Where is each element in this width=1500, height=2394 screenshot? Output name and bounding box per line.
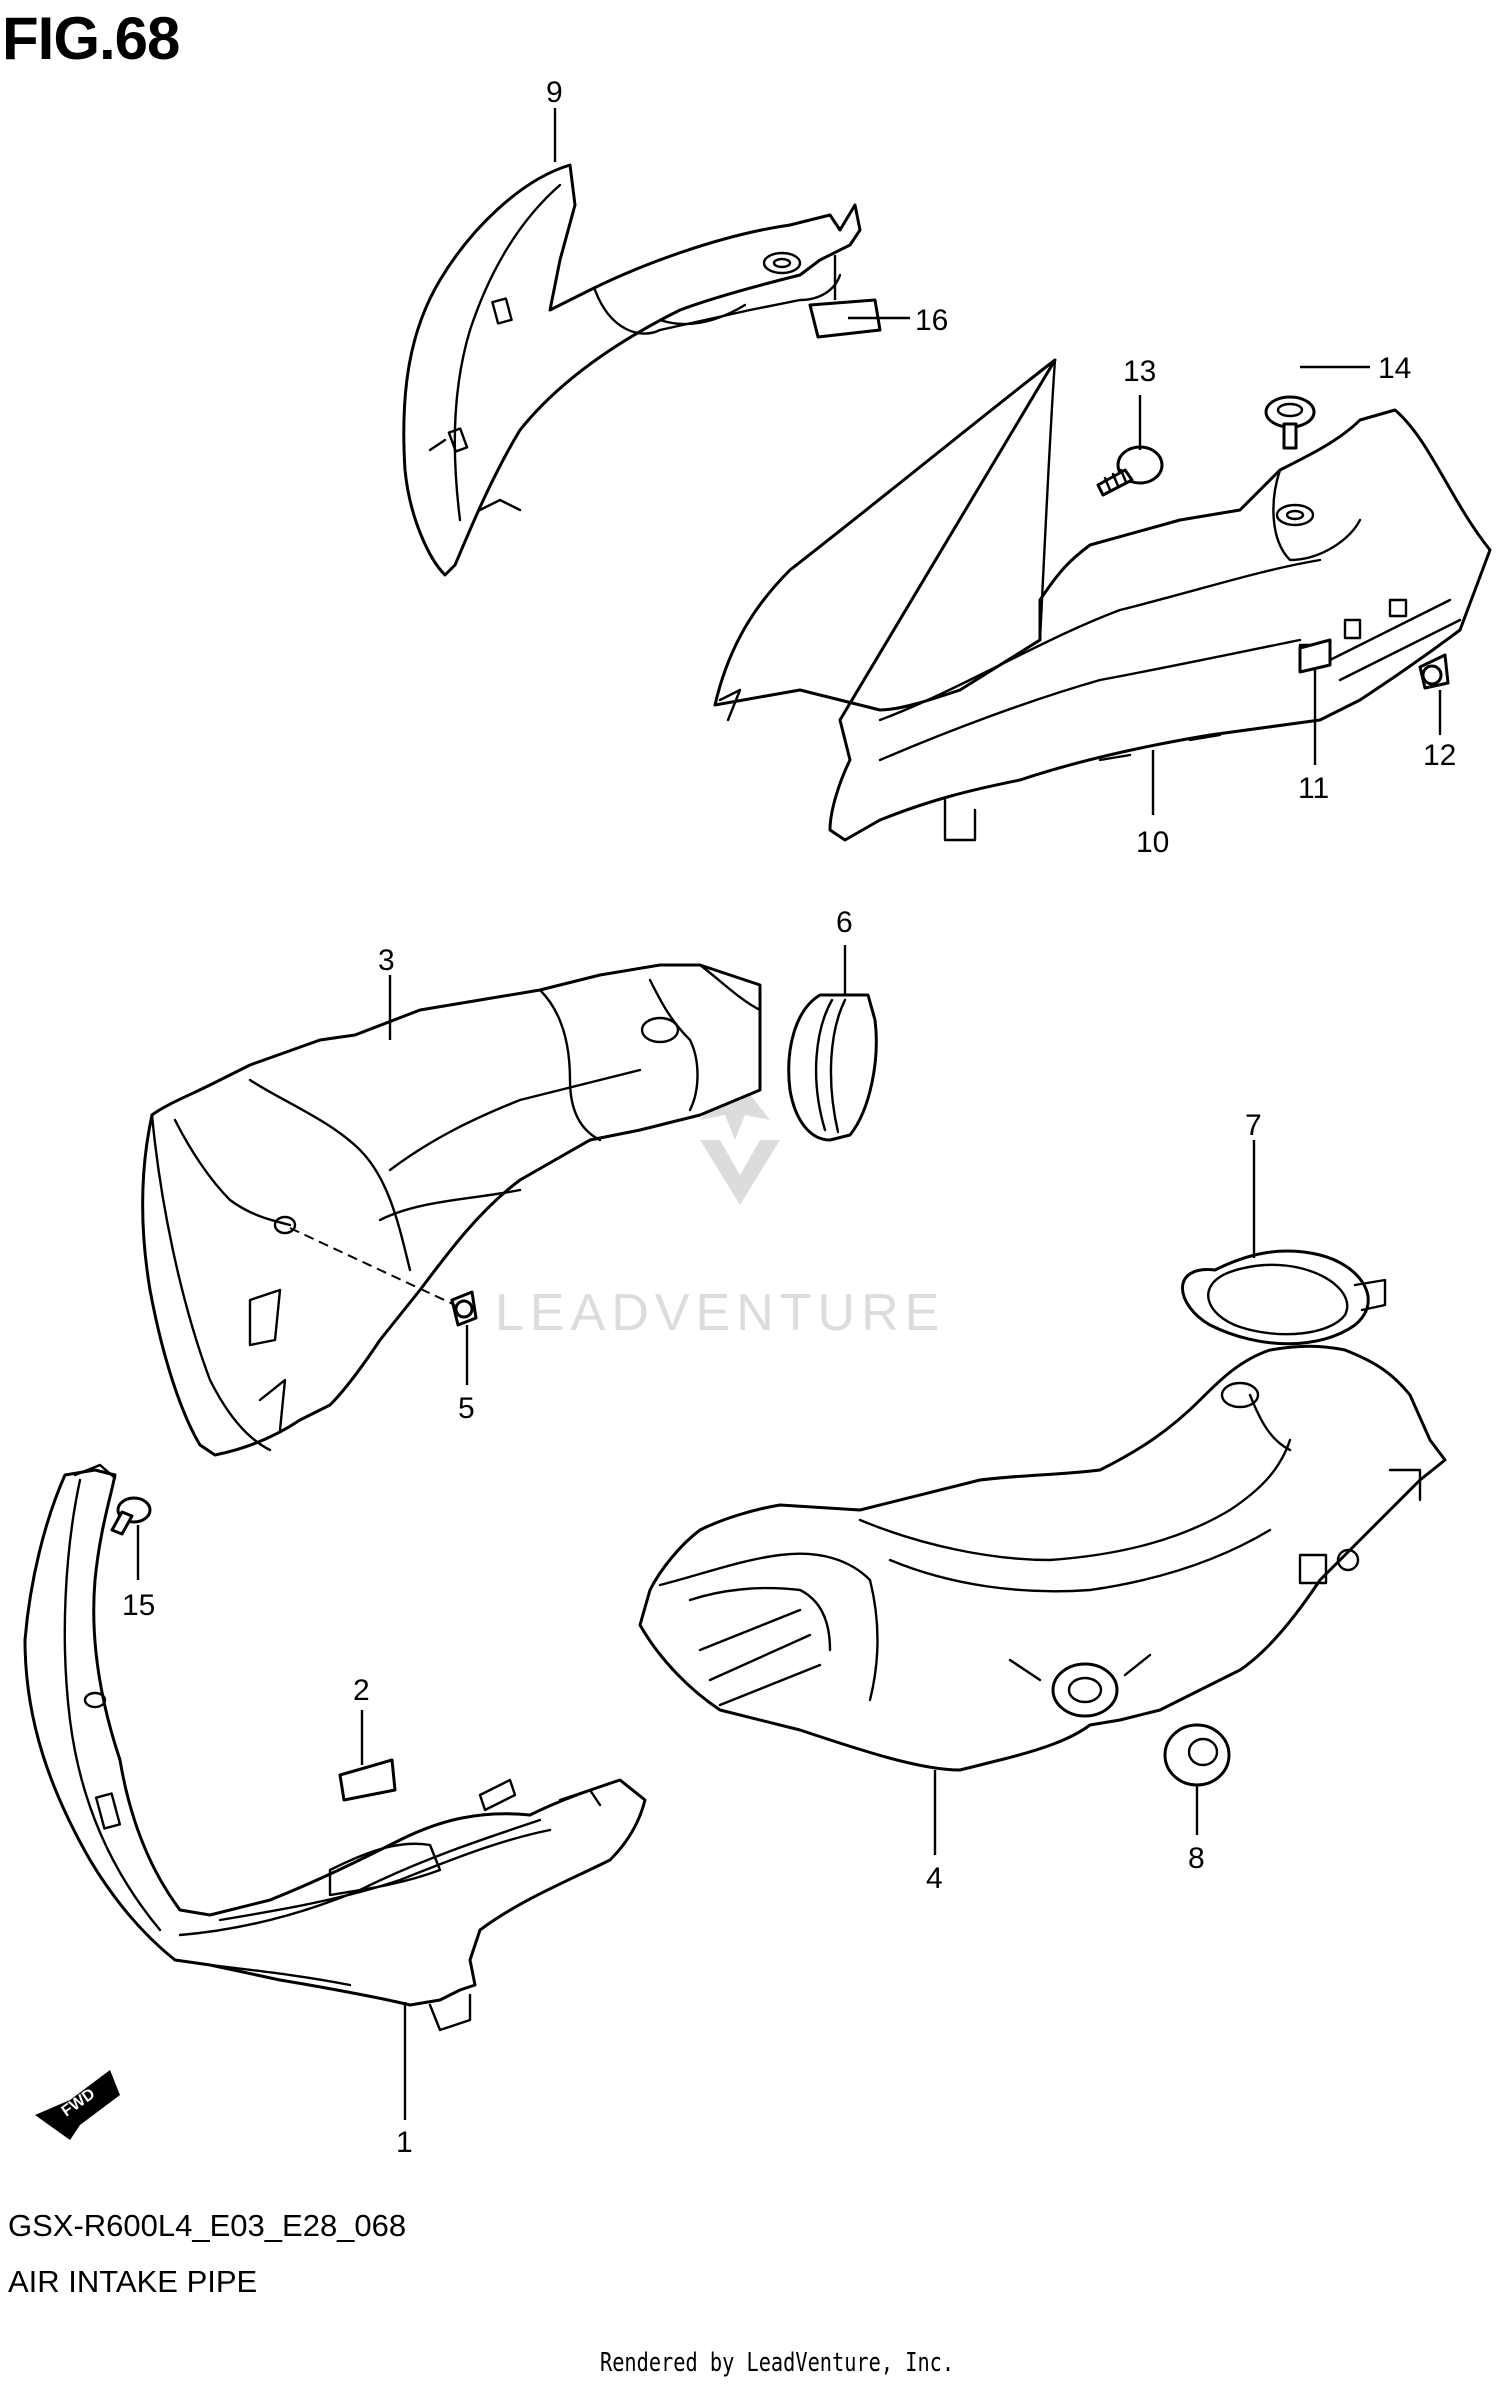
model-code: GSX-R600L4_E03_E28_068 xyxy=(8,2208,407,2243)
leadventure-watermark: LEADVENTURE xyxy=(495,1075,945,1342)
callout-7: 7 xyxy=(1245,1109,1262,1142)
callout-3: 3 xyxy=(378,944,395,977)
callout-14: 14 xyxy=(1378,352,1411,385)
callout-numbers: 9 16 13 14 12 11 10 3 6 7 5 15 2 4 8 1 xyxy=(122,76,1456,2159)
part-16-label xyxy=(808,298,882,339)
callout-11: 11 xyxy=(1298,772,1329,805)
part-3-intake-duct xyxy=(141,963,762,1457)
callout-10: 10 xyxy=(1136,826,1169,859)
assembly-line-5 xyxy=(289,1227,456,1306)
part-8-grommet xyxy=(1163,1723,1231,1787)
callout-8: 8 xyxy=(1188,1842,1205,1875)
callout-16: 16 xyxy=(915,304,948,337)
callout-15: 15 xyxy=(122,1589,155,1622)
part-15-screw xyxy=(110,1496,152,1536)
part-4-intake-duct xyxy=(638,1344,1447,1772)
rendered-by-credit: Rendered by LeadVenture, Inc. xyxy=(600,2348,955,2378)
part-1-lower-cowling xyxy=(23,1463,647,2032)
callout-13: 13 xyxy=(1123,355,1156,388)
part-12-clip xyxy=(1418,653,1450,690)
part-14-clip xyxy=(1264,395,1316,450)
callout-6: 6 xyxy=(836,906,853,939)
callout-9: 9 xyxy=(546,76,563,109)
watermark-text: LEADVENTURE xyxy=(495,1284,945,1342)
callout-4: 4 xyxy=(926,1862,943,1895)
figure-title: FIG.68 xyxy=(2,5,180,72)
figure-name: AIR INTAKE PIPE xyxy=(8,2264,258,2299)
part-10-fairing xyxy=(713,358,1492,842)
part-5-fastener xyxy=(450,1290,478,1327)
part-2-label xyxy=(338,1758,397,1802)
part-9-side-cover xyxy=(402,163,862,577)
callout-12: 12 xyxy=(1423,739,1456,772)
part-13-screw xyxy=(1096,445,1164,497)
callout-1: 1 xyxy=(396,2126,413,2159)
part-6-seal xyxy=(787,993,878,1142)
part-7-gasket xyxy=(1181,1249,1387,1346)
callout-5: 5 xyxy=(458,1392,475,1425)
callout-2: 2 xyxy=(353,1674,370,1707)
part-11-nut xyxy=(1298,638,1332,674)
leader-lines xyxy=(136,108,1442,2120)
fwd-direction-badge: FWD xyxy=(35,2070,120,2140)
